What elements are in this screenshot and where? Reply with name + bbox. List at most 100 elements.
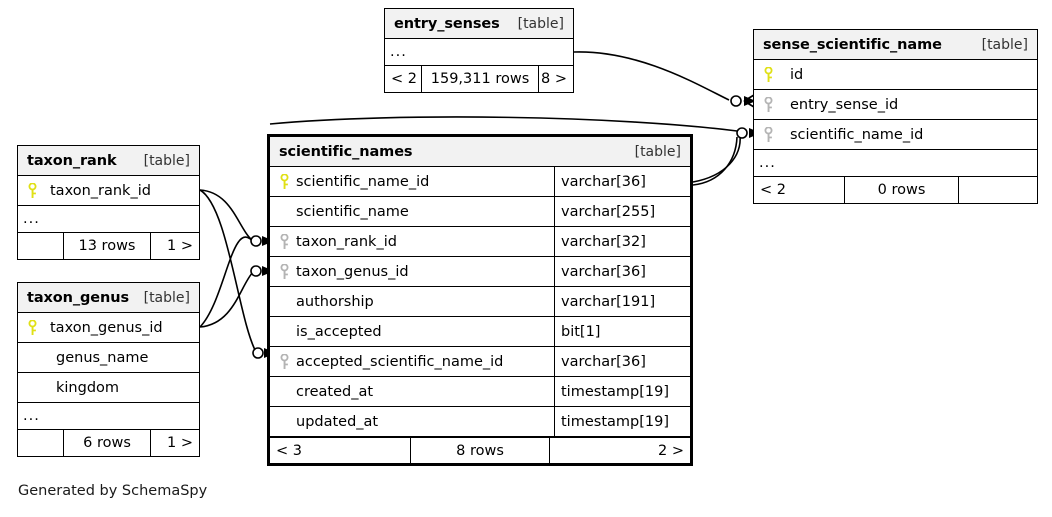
footer-row-count: 8 rows (410, 438, 550, 463)
table-footer: < 2 0 rows (754, 177, 1037, 203)
primary-key-icon (763, 66, 773, 83)
table-ellipsis-row: ... (18, 206, 199, 233)
table-type-tag: [table] (143, 289, 190, 306)
column-name: taxon_rank_id (296, 233, 397, 250)
table-row[interactable]: updated_at timestamp[19] (270, 407, 690, 437)
edge-scientific-names-self-accepted (692, 134, 741, 183)
table-row[interactable]: genus_name (18, 343, 199, 373)
column-cell: scientific_name_id (270, 167, 554, 196)
table-footer: 6 rows 1 > (18, 430, 199, 456)
table-row[interactable]: entry_sense_id (754, 90, 1037, 120)
table-row[interactable]: created_at timestamp[19] (270, 377, 690, 407)
column-cell: scientific_name (270, 197, 554, 226)
foreign-key-icon (279, 233, 289, 250)
table-type-tag: [table] (517, 15, 564, 32)
table-title: taxon_rank (27, 152, 117, 169)
table-row[interactable]: taxon_rank_id (18, 176, 199, 206)
column-name: kingdom (56, 379, 120, 396)
table-row[interactable]: scientific_name varchar[255] (270, 197, 690, 227)
table-row[interactable]: scientific_name_id (754, 120, 1037, 150)
column-cell: is_accepted (270, 317, 554, 346)
column-cell: taxon_rank_id (270, 227, 554, 256)
endpoint-zero-circle (250, 235, 262, 247)
table-row[interactable]: accepted_scientific_name_id varchar[36] (270, 347, 690, 377)
primary-key-icon (27, 319, 37, 336)
footer-left-count (18, 233, 63, 259)
column-name: is_accepted (296, 323, 382, 340)
table-taxon-rank[interactable]: taxon_rank [table] taxon_rank_id ... 13 … (17, 145, 200, 260)
column-cell: updated_at (270, 407, 554, 436)
column-type: varchar[36] (554, 347, 690, 376)
footer-row-count: 159,311 rows (421, 66, 539, 92)
column-name: updated_at (296, 413, 379, 430)
table-ellipsis-row: ... (754, 150, 1037, 177)
endpoint-zero-circle (736, 127, 748, 139)
foreign-key-icon (763, 96, 773, 113)
table-scientific-names[interactable]: scientific_names [table] scientific_name… (267, 134, 693, 466)
footer-right-count: 1 > (167, 435, 193, 451)
table-footer: 13 rows 1 > (18, 233, 199, 259)
table-header: taxon_rank [table] (18, 146, 199, 176)
table-row[interactable]: scientific_name_id varchar[36] (270, 167, 690, 197)
table-header: taxon_genus [table] (18, 283, 199, 313)
endpoint-zero-circle (730, 95, 742, 107)
footer-left-count (18, 430, 63, 456)
column-name: taxon_genus_id (296, 263, 409, 280)
table-row[interactable]: is_accepted bit[1] (270, 317, 690, 347)
table-row[interactable]: taxon_rank_id varchar[32] (270, 227, 690, 257)
footer-left-count: < 3 (276, 442, 302, 459)
column-type: varchar[255] (554, 197, 690, 226)
edge-cross-lower (199, 236, 255, 328)
table-type-tag: [table] (143, 152, 190, 169)
table-type-tag: [table] (981, 36, 1028, 53)
column-type: varchar[36] (554, 167, 690, 196)
column-cell: taxon_genus_id (18, 313, 199, 342)
primary-key-icon (27, 182, 37, 199)
table-row[interactable]: id (754, 60, 1037, 90)
no-key-spacer (279, 414, 289, 430)
foreign-key-icon (763, 126, 773, 143)
column-cell: genus_name (18, 343, 199, 372)
column-type: timestamp[19] (554, 407, 690, 436)
table-title: scientific_names (279, 143, 413, 160)
generator-credit: Generated by SchemaSpy (18, 483, 208, 499)
foreign-key-icon (279, 353, 289, 370)
column-name: taxon_genus_id (50, 319, 163, 336)
column-name: entry_sense_id (790, 96, 899, 113)
table-taxon-genus[interactable]: taxon_genus [table] taxon_genus_id genus… (17, 282, 200, 457)
edge-taxon-genus-to-scientific-names (199, 271, 254, 328)
column-type: varchar[36] (554, 257, 690, 286)
table-entry-senses[interactable]: entry_senses [table] ... < 2 159,311 row… (384, 8, 574, 93)
table-type-tag: [table] (634, 143, 681, 160)
footer-left-count: < 2 (760, 182, 786, 198)
table-row[interactable]: taxon_genus_id (18, 313, 199, 343)
column-type: varchar[191] (554, 287, 690, 316)
footer-right-count: 1 > (167, 238, 193, 254)
endpoint-zero-circle (252, 347, 264, 359)
table-row[interactable]: taxon_genus_id varchar[36] (270, 257, 690, 287)
column-type: varchar[32] (554, 227, 690, 256)
foreign-key-icon (279, 263, 289, 280)
primary-key-icon (279, 173, 289, 190)
table-row[interactable]: authorship varchar[191] (270, 287, 690, 317)
column-name: authorship (296, 293, 374, 310)
column-type: bit[1] (554, 317, 690, 346)
footer-right-count: 2 > (658, 442, 684, 459)
footer-row-count: 13 rows (63, 233, 151, 259)
column-cell: taxon_genus_id (270, 257, 554, 286)
column-cell: scientific_name_id (754, 120, 1037, 149)
endpoint-zero-circle (250, 265, 262, 277)
table-sense-scientific-name[interactable]: sense_scientific_name [table] id (753, 29, 1038, 204)
column-cell: authorship (270, 287, 554, 316)
column-type: timestamp[19] (554, 377, 690, 406)
column-cell: entry_sense_id (754, 90, 1037, 119)
column-cell: taxon_rank_id (18, 176, 199, 205)
footer-right-count: 8 > (541, 71, 567, 87)
table-header: entry_senses [table] (385, 9, 573, 39)
table-row[interactable]: kingdom (18, 373, 199, 403)
edge-scientific-names-self-accepted-2 (692, 136, 738, 186)
column-name: accepted_scientific_name_id (296, 353, 504, 370)
column-name: genus_name (56, 349, 149, 366)
edge-cross-upper (199, 189, 257, 353)
